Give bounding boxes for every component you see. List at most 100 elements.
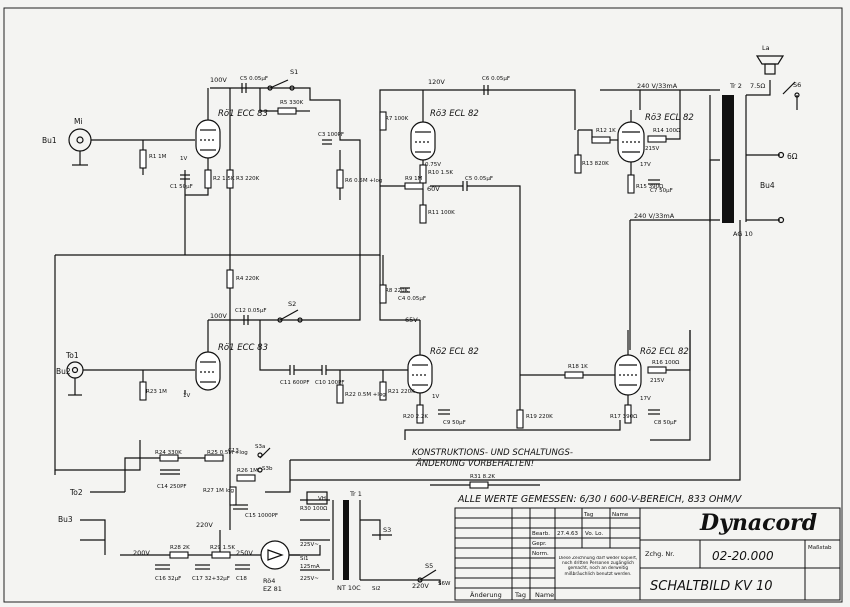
r4-label: R4 220K bbox=[236, 276, 260, 282]
r23-label: R23 1M bbox=[146, 389, 167, 395]
supply-rails bbox=[54, 87, 741, 556]
speaker-label: La bbox=[762, 44, 770, 52]
c14-label: C14 250PF bbox=[157, 484, 187, 490]
copyright-note: Diese Zeichnung darf weder kopiert, noch… bbox=[558, 556, 638, 577]
v2a-label: Rö2 ECL 82 bbox=[430, 347, 479, 357]
c4-label: C4 0.05µF bbox=[398, 296, 426, 302]
v4-type: EZ 81 bbox=[263, 585, 282, 593]
v4-label: Rö4 bbox=[263, 577, 275, 585]
copyright-text: Diese Zeichnung darf weder kopiert, noch… bbox=[558, 556, 638, 577]
tr2-sec: 7.5Ω bbox=[750, 82, 765, 90]
r2-label: R2 1.5K bbox=[213, 176, 235, 182]
drawing-no-label: Zchg. Nr. bbox=[645, 550, 674, 558]
r9-label: R9 1M bbox=[405, 176, 423, 182]
r3-label: R3 220K bbox=[236, 176, 260, 182]
r12-label: R12 1K bbox=[596, 128, 616, 134]
r26-label: R26 1M bbox=[237, 468, 258, 474]
tube-v2a bbox=[345, 255, 450, 424]
v1b-label: Rö1 ECC 83 bbox=[218, 343, 268, 353]
r1-label: R1 1M bbox=[149, 154, 167, 160]
si1-label: Si1 bbox=[300, 556, 309, 562]
si2-label: Si2 bbox=[372, 586, 381, 592]
rectifier-tube bbox=[260, 540, 290, 570]
r8-label: R8 220K bbox=[385, 288, 409, 294]
tube-v1b bbox=[66, 250, 361, 404]
voltage-60: 60V bbox=[427, 185, 440, 193]
drawing-border bbox=[3, 7, 843, 603]
v2b-label: Rö2 ECL 82 bbox=[640, 347, 689, 357]
row-norm: Norm. bbox=[532, 551, 549, 557]
c7-label: C7 50µF bbox=[650, 188, 673, 194]
tr2-label: Tr 2 bbox=[729, 82, 742, 90]
voltage-215a: 215V bbox=[645, 146, 659, 152]
c8-label: C8 50µF bbox=[654, 420, 677, 426]
r25-label: R25 0.5M +log bbox=[207, 450, 248, 456]
to1-label: To1 bbox=[65, 351, 79, 360]
r22-label: R22 0.5M +log bbox=[345, 392, 386, 398]
c12-label: C12 0.05µF bbox=[235, 308, 267, 314]
c1-label: C1 50µF bbox=[170, 184, 193, 190]
s5-label: S5 bbox=[425, 562, 433, 570]
c18-label: C18 bbox=[236, 576, 247, 582]
tube-v2b bbox=[614, 330, 691, 424]
col-tag: Tag bbox=[583, 512, 593, 518]
c3-label: C3 100PF bbox=[318, 132, 344, 138]
footer-tag: Tag bbox=[514, 591, 526, 599]
c5-label: C5 0.05µF bbox=[240, 76, 268, 82]
r31-label: R31 8.2K bbox=[470, 474, 495, 480]
c15-label: C15 1000PF bbox=[245, 513, 278, 519]
voltage-125ma: 125mA bbox=[300, 564, 320, 570]
r29-label: R29 1.5K bbox=[210, 545, 235, 551]
tr1-type: NT 10C bbox=[337, 584, 361, 592]
r14-label: R14 100Ω bbox=[653, 128, 680, 134]
mains-switch-label: S6W bbox=[438, 581, 451, 587]
r6-label: R6 0.5M +log bbox=[345, 178, 382, 184]
c11-label: C11 600PF bbox=[280, 380, 310, 386]
mic-input bbox=[68, 128, 195, 175]
tone-network bbox=[80, 447, 540, 555]
tr2-type: AG 10 bbox=[733, 230, 753, 238]
c13-label: C13 bbox=[228, 448, 239, 454]
s3b-label: S3b bbox=[262, 466, 273, 472]
v3a-label: Rö3 ECL 82 bbox=[430, 109, 479, 119]
to2-label: To2 bbox=[69, 488, 83, 497]
voltage-240a: 240 V/33mA bbox=[637, 82, 678, 90]
voltage-17a: 17V bbox=[640, 162, 651, 168]
power-supply bbox=[155, 491, 441, 585]
voltage-100b: 100V bbox=[210, 312, 227, 320]
voltage-100a: 100V bbox=[210, 76, 227, 84]
r16-label: R16 100Ω bbox=[652, 360, 679, 366]
c6-label: C6 0.05µF bbox=[482, 76, 510, 82]
s3a-label: S3a bbox=[255, 444, 265, 450]
bearb-date: 27.4.63 bbox=[557, 531, 578, 537]
v1a-output-network bbox=[241, 79, 344, 200]
brand-logo: Dynacord bbox=[699, 510, 817, 536]
voltage-120: 120V bbox=[428, 78, 445, 86]
voltage-17b: 17V bbox=[640, 396, 651, 402]
v3b-label: Rö3 ECL 82 bbox=[645, 113, 694, 123]
bu2-label: Bu2 bbox=[56, 367, 71, 376]
r7-label: R7 100K bbox=[385, 116, 409, 122]
title-block bbox=[454, 507, 841, 601]
r21-label: R21 220K bbox=[388, 389, 415, 395]
footer-aenderung: Änderung bbox=[470, 590, 502, 599]
c10-label: C10 100PF bbox=[315, 380, 345, 386]
c9-label: C9 50µF bbox=[443, 420, 466, 426]
c5b-label: C5 0.05µF bbox=[465, 176, 493, 182]
row-bearb: Bearb. bbox=[532, 531, 550, 537]
voltage-65: 65V bbox=[405, 316, 418, 324]
bu4-label: Bu4 bbox=[760, 181, 775, 190]
col-name: Name bbox=[612, 512, 629, 518]
measurement-note: ALLE WERTE GEMESSEN: 6/30 I 600-V-BEREIC… bbox=[457, 494, 743, 505]
voltage-220: 220V bbox=[196, 521, 213, 529]
scale-label: Maßstab bbox=[808, 545, 832, 551]
revision-note-1: KONSTRUKTIONS- UND SCHALTUNGS- bbox=[412, 448, 573, 458]
voltage-1a: 1V bbox=[180, 156, 187, 162]
c16-label: C16 32µF bbox=[155, 576, 181, 582]
output-transformer bbox=[700, 55, 800, 224]
mic-label: Mi bbox=[74, 117, 83, 126]
tube-v3b bbox=[617, 90, 681, 194]
r30-label: R30 100Ω bbox=[300, 506, 327, 512]
r18-label: R18 1K bbox=[568, 364, 588, 370]
